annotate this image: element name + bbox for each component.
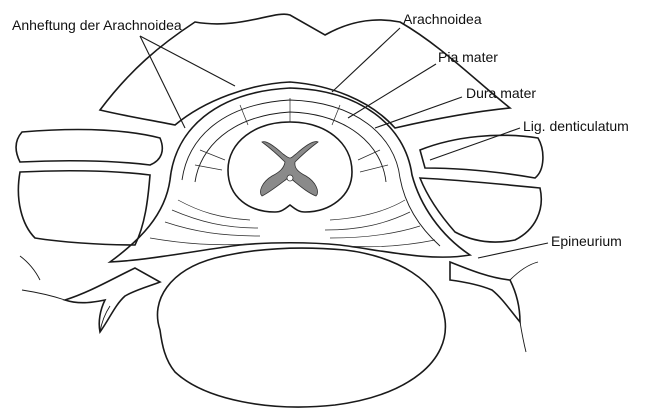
- label-lig-denticulatum: Lig. denticulatum: [523, 118, 629, 134]
- label-pia-mater: Pia mater: [438, 49, 498, 65]
- vertebral-body: [157, 248, 445, 407]
- label-dura-mater: Dura mater: [466, 85, 536, 101]
- label-anheftung-der-arachnoidea: Anheftung der Arachnoidea: [12, 17, 182, 33]
- right-nerve-root: [450, 262, 520, 322]
- right-lower-process: [420, 178, 541, 242]
- central-canal: [287, 175, 293, 181]
- left-nerve-root: [65, 268, 160, 332]
- label-arachnoidea: Arachnoidea: [403, 11, 482, 27]
- left-lower-process: [18, 171, 150, 245]
- left-transverse-process: [16, 130, 162, 165]
- label-epineurium: Epineurium: [551, 233, 622, 249]
